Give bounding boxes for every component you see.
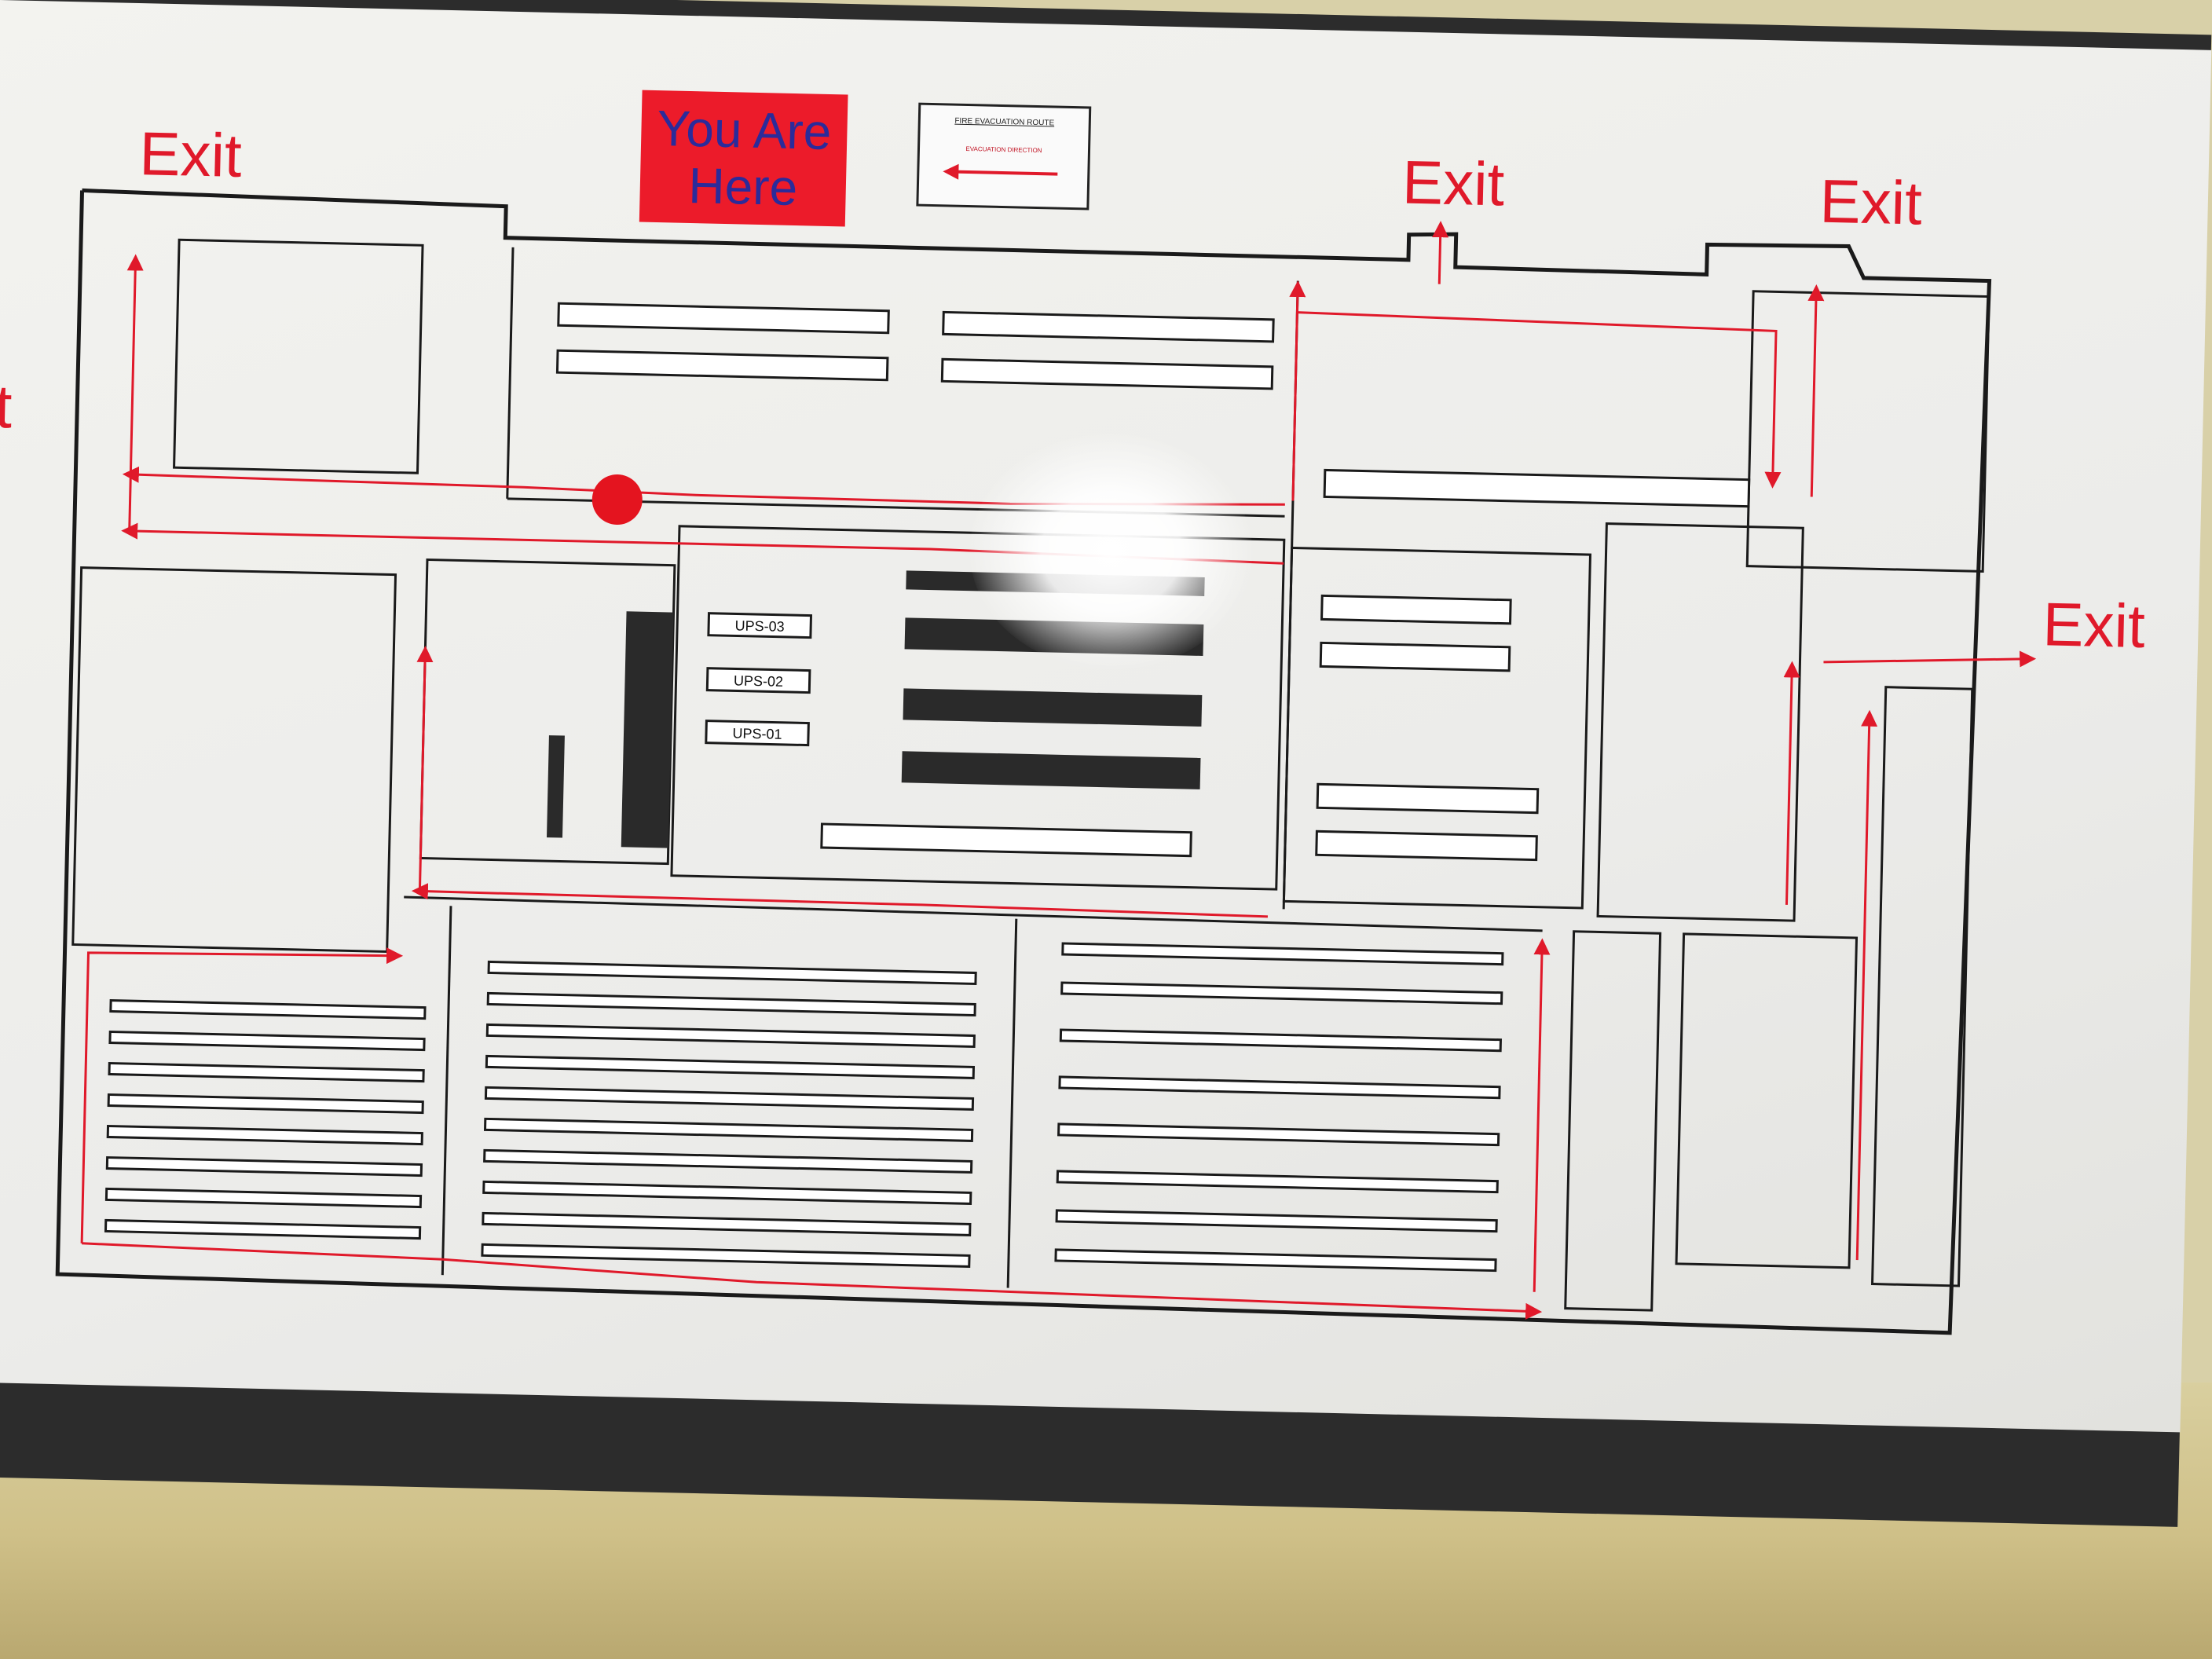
ups-equipment xyxy=(546,570,1205,848)
legend-arrow-icon xyxy=(943,163,1058,180)
evacuation-routes xyxy=(80,221,2037,1320)
floor-plan: UPS-03 UPS-02 UPS-01 xyxy=(55,188,2037,1335)
ups-02-label: UPS-02 xyxy=(734,672,783,689)
equipment-rows xyxy=(104,302,1751,1273)
ups-01-label: UPS-01 xyxy=(732,725,782,742)
ups-labels: UPS-03 UPS-02 UPS-01 xyxy=(705,612,813,747)
you-are-here-marker xyxy=(591,474,643,525)
ups-03-label: UPS-03 xyxy=(734,617,784,634)
legend-box: FIRE EVACUATION ROUTE EVACUATION DIRECTI… xyxy=(916,102,1092,211)
building-walls xyxy=(55,188,1992,1335)
evacuation-map-board: Exit Exit Exit Exit it You Are Here FIRE… xyxy=(0,0,2212,1433)
